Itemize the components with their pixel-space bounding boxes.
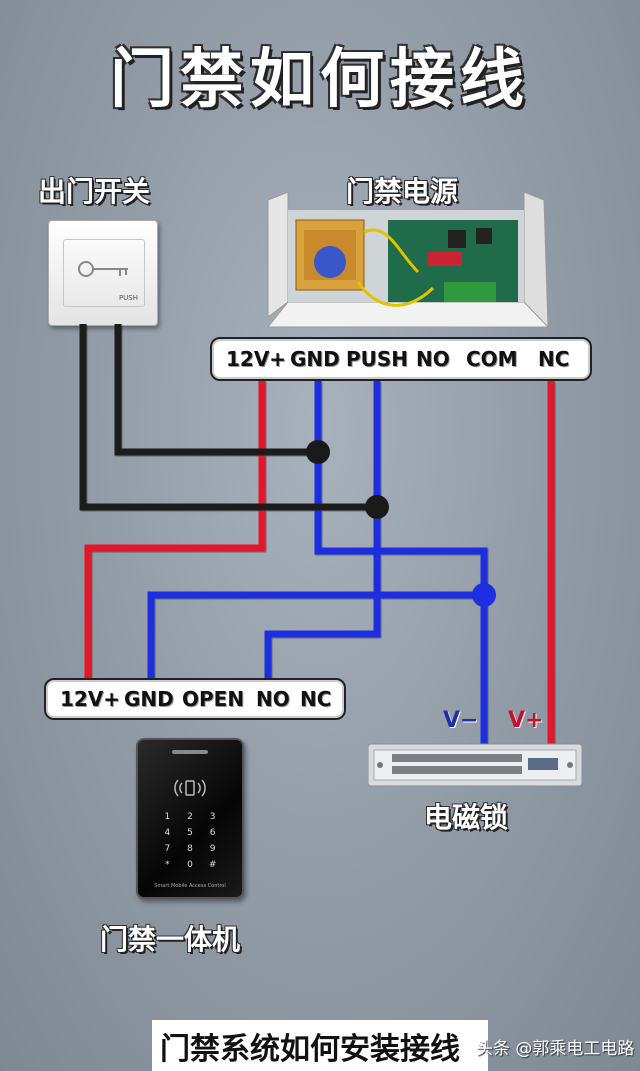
power-supply-unit (258, 191, 554, 332)
wire-blue-push-open (264, 381, 381, 681)
controller-label: 门禁一体机 (100, 923, 241, 956)
ps-terminal-push: PUSH (346, 347, 409, 371)
key-3[interactable]: 3 (209, 812, 216, 822)
maglock-label: 电磁锁 (424, 801, 509, 834)
wire-blue-gnd (314, 381, 488, 745)
key-5[interactable]: 5 (187, 828, 193, 838)
wire-red-12v (84, 381, 266, 681)
key-2[interactable]: 2 (187, 812, 193, 822)
ctrl-terminal-open: OPEN (182, 687, 245, 711)
rfid-icon (174, 779, 206, 797)
power-supply-label: 门禁电源 (346, 175, 459, 208)
maglock-vplus-label: V+ (508, 708, 544, 733)
exit-switch-label: 出门开关 (38, 175, 151, 208)
maglock-vminus-label: V− (443, 708, 479, 733)
junction-gnd-switch (306, 440, 330, 464)
footer-caption: 门禁系统如何安装接线 (152, 1020, 488, 1071)
wire-black-switch-2 (79, 324, 377, 511)
ps-terminal-no: NO (416, 347, 450, 371)
ps-terminal-com: COM (466, 347, 518, 371)
ctrl-terminal-gnd: GND (124, 687, 174, 711)
electromagnetic-lock (367, 740, 583, 790)
junction-push-switch (365, 495, 389, 519)
access-controller: 1 2 3 4 5 6 7 8 9 * 0 # Smart Mobile Acc… (136, 738, 244, 899)
controller-brand-text: Smart Mobile Access Control (154, 883, 226, 889)
ctrl-terminal-no: NO (256, 687, 290, 711)
key-6[interactable]: 6 (209, 828, 216, 838)
watermark: 头条 @郭乘电工电路 (476, 1039, 635, 1059)
key-9[interactable]: 9 (209, 844, 216, 854)
wire-black-switch-1 (114, 324, 318, 456)
key-1[interactable]: 1 (164, 812, 171, 822)
maglock-illustration (367, 743, 583, 787)
ctrl-terminal-nc: NC (300, 687, 332, 711)
power-supply-illustration (266, 191, 549, 329)
ps-terminal-gnd: GND (290, 347, 340, 371)
key-star[interactable]: * (165, 860, 170, 870)
junction-gnd-lock (472, 583, 496, 607)
ps-terminal-nc: NC (538, 347, 570, 371)
push-text: PUSH (118, 294, 138, 302)
controller-terminal-strip: 12V+ GND OPEN NO NC (44, 678, 346, 720)
ctrl-terminal-12v: 12V+ (60, 687, 121, 711)
keypad: 1 2 3 4 5 6 7 8 9 * 0 # (156, 812, 224, 870)
page-title: 门禁如何接线 (110, 43, 530, 117)
key-0[interactable]: 0 (187, 860, 193, 870)
key-7[interactable]: 7 (164, 844, 171, 854)
exit-switch: PUSH (48, 220, 158, 326)
exit-switch-button: PUSH (63, 239, 145, 307)
ps-terminal-12v: 12V+ (226, 347, 287, 371)
key-hash[interactable]: # (208, 860, 217, 870)
key-icon (78, 261, 128, 277)
power-supply-terminal-strip: 12V+ GND PUSH NO COM NC (210, 337, 592, 381)
wire-blue-gnd-controller (147, 591, 484, 681)
key-4[interactable]: 4 (164, 828, 171, 838)
key-8[interactable]: 8 (187, 844, 193, 854)
